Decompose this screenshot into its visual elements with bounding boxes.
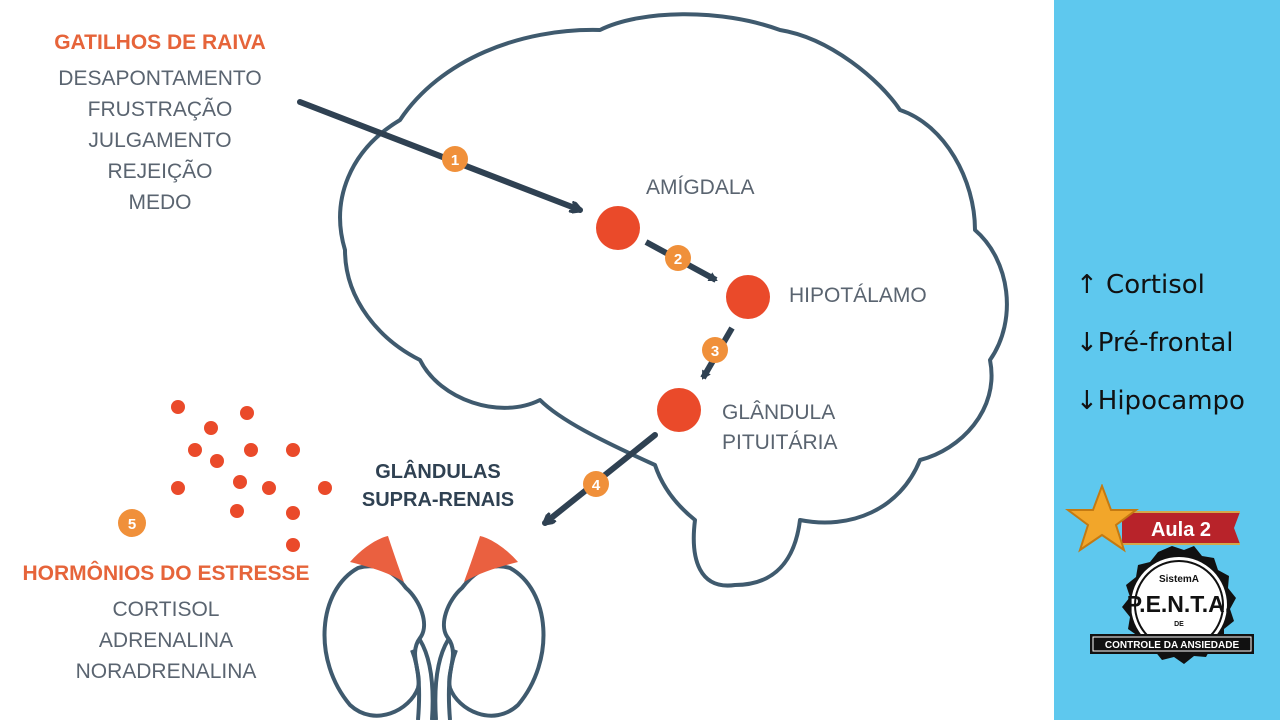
- step-marker-4: 4: [583, 471, 609, 497]
- amygdala-label: AMÍGDALA: [646, 176, 755, 199]
- hormone-dot: [204, 421, 218, 435]
- hormone-dot: [262, 481, 276, 495]
- badge-top-text: SistemA: [1159, 574, 1199, 585]
- hormone-dots: [171, 400, 332, 552]
- hormone-dot: [240, 406, 254, 420]
- hypothalamus-node: [726, 275, 770, 319]
- svg-text:1: 1: [451, 152, 459, 169]
- adrenal-label-line1: GLÂNDULAS: [375, 459, 501, 483]
- hormone-dot: [244, 443, 258, 457]
- effect-prefrontal-down: ↓Pré-frontal: [1076, 328, 1234, 358]
- hormone-dot: [171, 481, 185, 495]
- arrow-triggers-to-amygdala: [297, 99, 580, 210]
- badge-bottom-banner: [1090, 634, 1254, 654]
- step-marker-1: 1: [442, 146, 468, 172]
- hormone-dot: [210, 454, 224, 468]
- badge-ribbon-label: Aula 2: [1151, 519, 1211, 541]
- brain-outline: [338, 12, 1009, 588]
- pituitary-node: [657, 388, 701, 432]
- triggers-title: GATILHOS DE RAIVA: [54, 31, 266, 54]
- badge-bottom-text: CONTROLE DA ANSIEDADE: [1105, 640, 1240, 651]
- svg-text:3: 3: [711, 343, 719, 360]
- pituitary-label-line2: PITUITÁRIA: [722, 431, 838, 454]
- trigger-item: DESAPONTAMENTO: [58, 67, 261, 90]
- hypothalamus-label: HIPOTÁLAMO: [789, 284, 927, 307]
- svg-text:2: 2: [674, 251, 682, 268]
- trigger-item: REJEIÇÃO: [107, 159, 212, 183]
- right-adrenal-gland: [464, 536, 518, 582]
- amygdala-node: [596, 206, 640, 250]
- step-marker-3: 3: [702, 337, 728, 363]
- hormone-dot: [286, 443, 300, 457]
- hormone-dot: [188, 443, 202, 457]
- penta-badge: Aula 2 SistemA P.E.N.T.A. DE CONTROLE DA…: [1065, 484, 1254, 664]
- trigger-item: JULGAMENTO: [88, 129, 231, 152]
- left-adrenal-gland: [350, 536, 404, 582]
- badge-mid-text: DE: [1174, 621, 1184, 628]
- svg-text:5: 5: [128, 516, 136, 533]
- star-icon: [1065, 484, 1139, 553]
- effect-cortisol-up: ↑ Cortisol: [1076, 270, 1205, 300]
- badge-main-text: P.E.N.T.A.: [1127, 591, 1231, 617]
- trigger-item: FRUSTRAÇÃO: [88, 97, 233, 121]
- step-marker-5: 5: [118, 509, 146, 537]
- svg-text:4: 4: [592, 477, 601, 494]
- hormone-item: NORADRENALINA: [76, 660, 257, 683]
- hormone-item: CORTISOL: [113, 598, 220, 621]
- adrenal-label-line2: SUPRA-RENAIS: [362, 489, 514, 511]
- left-kidney: [322, 536, 435, 720]
- hormone-dot: [286, 506, 300, 520]
- badge-ribbon: [1122, 512, 1240, 544]
- hormones-title: HORMÔNIOS DO ESTRESSE: [22, 561, 309, 585]
- hormone-dot: [318, 481, 332, 495]
- step-marker-2: 2: [665, 245, 691, 271]
- hormone-dot: [171, 400, 185, 414]
- hormone-item: ADRENALINA: [99, 629, 233, 652]
- pituitary-label-line1: GLÂNDULA: [722, 401, 835, 424]
- trigger-item: MEDO: [129, 191, 192, 214]
- hormone-dot: [286, 538, 300, 552]
- right-kidney: [433, 536, 546, 720]
- effect-hippocampus-down: ↓Hipocampo: [1076, 386, 1245, 416]
- hormone-dot: [230, 504, 244, 518]
- hormone-dot: [233, 475, 247, 489]
